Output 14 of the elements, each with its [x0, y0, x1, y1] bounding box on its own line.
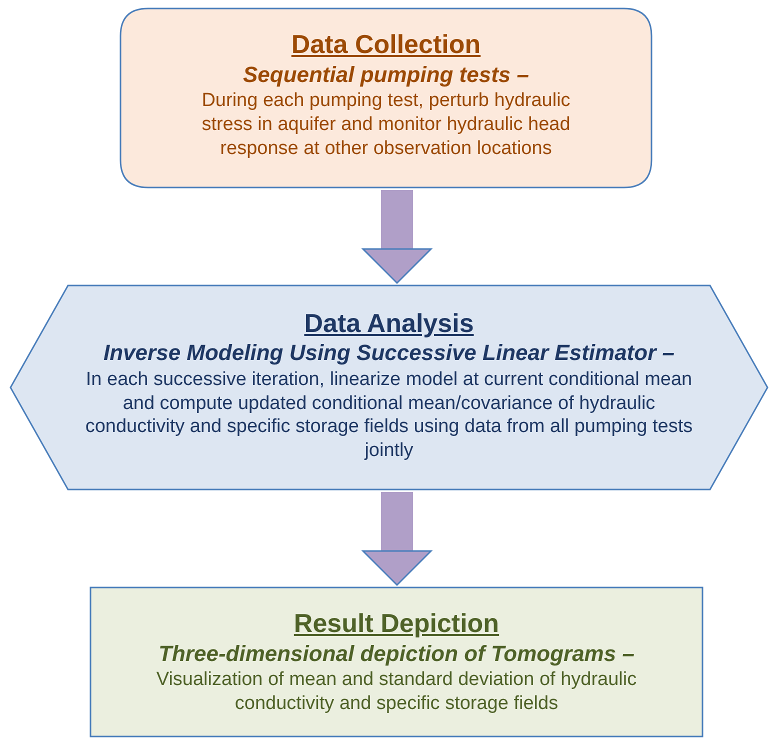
block-arrow — [362, 190, 432, 284]
block-arrow — [362, 492, 432, 586]
box-subtitle: Inverse Modeling Using Successive Linear Estimator – — [104, 339, 674, 368]
box-subtitle: Sequential pumping tests – — [242, 60, 530, 89]
box-heading: Data Collection — [291, 29, 481, 61]
process-box — [120, 8, 652, 188]
process-box — [90, 587, 703, 737]
box-heading: Result Depiction — [294, 608, 500, 640]
box-description: During each pumping test, perturb hydraulic stress in aquifer and monitor hydraulic head response at other observation locations — [200, 89, 572, 161]
box-subtitle: Three-dimensional depiction of Tomograms – — [158, 640, 634, 668]
process-hexagon — [10, 285, 768, 490]
box-description: In each successive iteration, linearize model at current conditional mean and compute updated conditional mean/covariance of hydraulic conductivity and specific storage fields using data from all pumping tests jointly — [84, 368, 694, 463]
box-description: Visualization of mean and standard deviation of hydraulic conductivity and specific storage fields — [155, 668, 638, 716]
box-heading: Data Analysis — [304, 308, 474, 340]
